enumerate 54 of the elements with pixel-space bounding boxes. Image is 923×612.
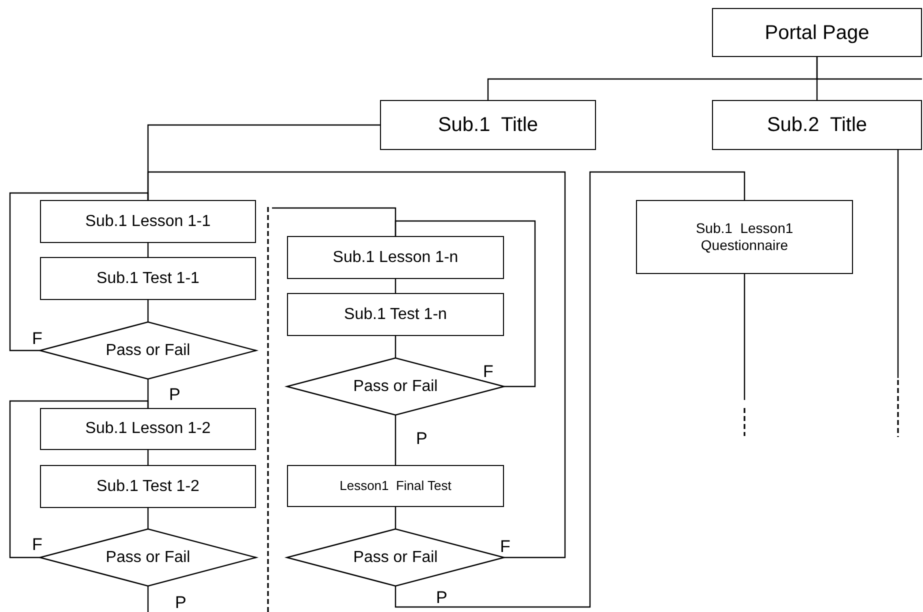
box-label: Sub.1 Lesson 1-2 [85,419,211,439]
process-box [380,100,596,150]
connector-line [394,336,396,358]
process-box [712,8,922,57]
box-label: Sub.1 Title [438,113,538,137]
connector-line [394,279,396,293]
box-label: Sub.1 Test 1-n [344,304,447,324]
connector-line [147,171,566,558]
edge-label: F [498,538,512,555]
connector-line [394,171,746,608]
box-label: Pass or Fail [106,548,190,568]
connector-line [394,220,536,388]
process-box [636,200,853,274]
connector-line [9,192,149,352]
connector-line [897,150,899,378]
box-label: Sub.1 Lesson 1-1 [85,212,211,232]
box-label: Sub.2 Title [766,113,868,137]
connector-line [147,508,149,529]
process-box [40,257,256,300]
edge-label: P [173,594,188,611]
connector-line [744,274,746,400]
box-label: Lesson1 Final Test [340,478,452,494]
decision-diamond [40,322,256,379]
box-label: Sub.1 Lesson 1-n [332,248,458,268]
box-label: Pass or Fail [353,376,438,396]
edge-label: F [30,330,44,347]
connector-line [394,415,396,465]
edge-label: P [414,430,430,447]
connector-line [9,400,149,558]
edge-label: P [167,386,182,403]
process-box [287,293,504,336]
box-label: Sub.1 Lesson1 Questionnaire [694,220,794,254]
process-box [40,200,256,243]
process-box [40,465,256,508]
process-box [287,465,504,507]
box-label: Portal Page [764,20,870,44]
edge-label: P [434,589,450,606]
box-label: Sub.1 Test 1-2 [96,476,200,496]
connector-line [147,586,149,612]
connector-line [147,300,149,322]
process-box [712,100,922,150]
connector-line [816,57,818,100]
box-label: Sub.1 Test 1-1 [96,268,200,288]
process-box [287,236,504,279]
edge-label: F [481,363,496,380]
connector-line [147,450,149,465]
process-box [40,408,256,450]
decision-diamond [287,358,504,415]
connector-line [147,243,149,257]
connector-line [394,507,396,529]
edge-label: F [30,536,44,553]
box-label: Pass or Fail [106,340,190,360]
decision-diamond [40,529,256,586]
box-label: Pass or Fail [353,548,438,568]
